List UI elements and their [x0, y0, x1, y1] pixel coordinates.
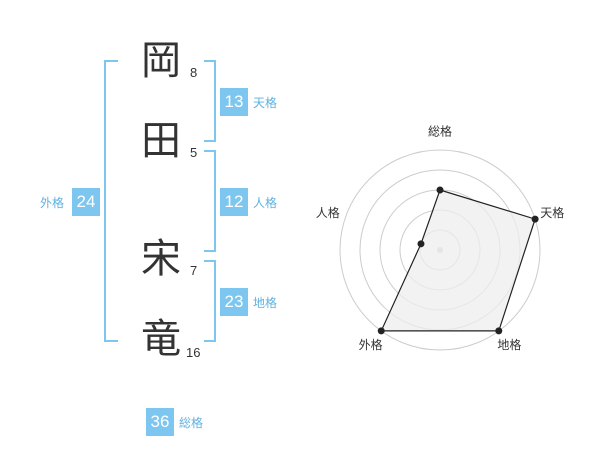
stroke-count-1: 8 — [190, 65, 198, 80]
tenkaku-label: 天格 — [253, 96, 278, 110]
radar-point-5 — [417, 240, 425, 248]
chikaku-value-badge: 23 — [220, 288, 248, 316]
radar-axis-label-3: 地格 — [497, 337, 521, 352]
gaikaku-label: 外格 — [40, 196, 65, 210]
radar-point-3 — [495, 327, 503, 335]
jinkaku-bracket — [204, 150, 216, 252]
chikaku-bracket — [204, 260, 216, 342]
radar-axis-label-5: 人格 — [316, 205, 340, 220]
soukaku-label: 総格 — [179, 416, 204, 430]
name-char-4: 竜 — [141, 316, 181, 362]
jinkaku-label: 人格 — [253, 196, 278, 210]
name-char-2: 田 — [141, 118, 181, 164]
chikaku-label: 地格 — [253, 296, 278, 310]
radar-value-polygon — [380, 189, 536, 332]
stroke-count-3: 7 — [190, 263, 198, 278]
tenkaku-bracket — [204, 60, 216, 142]
name-char-1: 岡 — [141, 38, 181, 84]
radar-axis-label-1: 総格 — [428, 124, 452, 139]
radar-point-1 — [436, 186, 444, 194]
radar-ring — [339, 149, 541, 351]
soukaku-value-badge: 36 — [146, 408, 174, 436]
radar-axis-label-2: 天格 — [540, 205, 564, 220]
stroke-count-2: 5 — [190, 145, 198, 160]
radar-point-2 — [531, 215, 539, 223]
tenkaku-value-badge: 13 — [220, 88, 248, 116]
radar-points — [377, 186, 539, 335]
name-char-3: 宋 — [141, 236, 181, 282]
stroke-count-4: 16 — [186, 345, 201, 360]
gaikaku-value-badge: 24 — [72, 188, 100, 216]
radar-point-4 — [377, 327, 385, 335]
jinkaku-value-badge: 12 — [220, 188, 248, 216]
radar-axis-label-4: 外格 — [359, 337, 383, 352]
gaikaku-bracket — [104, 60, 118, 342]
